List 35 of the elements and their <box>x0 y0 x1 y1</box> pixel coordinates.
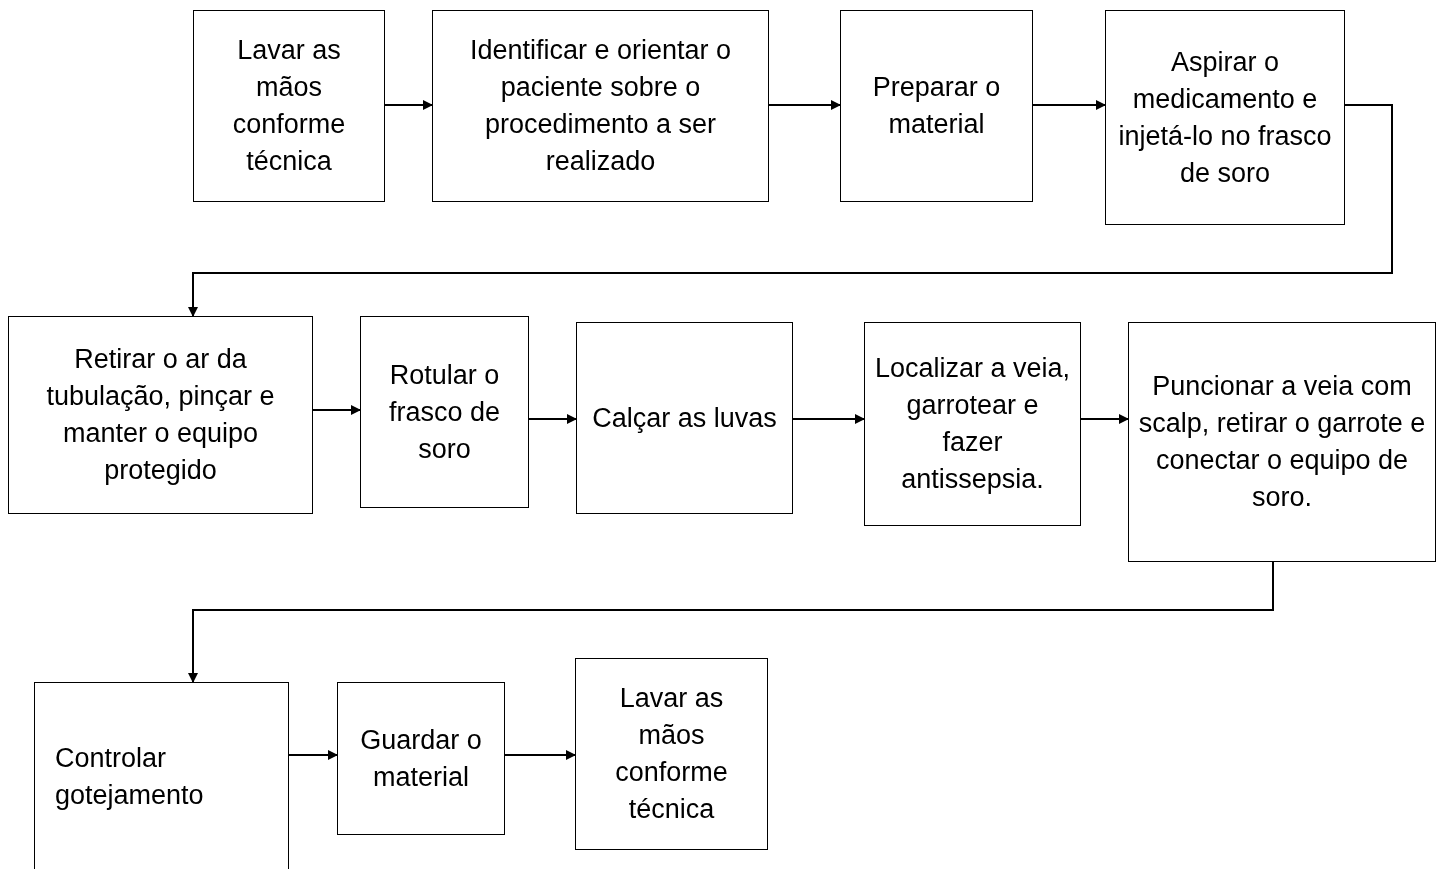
process-box <box>34 682 289 869</box>
process-box <box>337 682 505 835</box>
step-text: Guardar o material <box>359 723 483 794</box>
step-text: Identificar e orientar o paciente sobre o procedimento a ser realizado <box>468 34 733 178</box>
process-box <box>840 10 1033 202</box>
process-box <box>1128 322 1436 562</box>
process-box <box>360 316 529 508</box>
step-text: Lavar as mãos conforme técnica <box>231 34 347 178</box>
process-box <box>864 322 1081 526</box>
arrow <box>288 750 338 760</box>
step-text: Localizar a veia, garrotear e fazer antissepsia. <box>873 352 1072 496</box>
process-box <box>575 658 768 850</box>
process-box <box>1105 10 1345 225</box>
step-text: Controlar gotejamento <box>55 742 205 812</box>
step-text: Preparar o material <box>871 71 1002 141</box>
process-box <box>432 10 769 202</box>
arrow <box>504 750 576 760</box>
arrow <box>768 100 841 110</box>
process-box <box>576 322 793 514</box>
arrow <box>1080 414 1129 424</box>
arrow <box>188 104 1393 317</box>
arrow <box>1032 100 1106 110</box>
arrow <box>792 414 865 424</box>
step-text: Calçar as luvas <box>592 401 777 435</box>
step-text: Puncionar a veia com scalp, retirar o garrote e conectar o equipo de soro. <box>1137 370 1427 514</box>
process-box <box>193 10 385 202</box>
step-text: Rotular o frasco de soro <box>387 358 502 466</box>
step-text: Aspirar o medicamento e injetá-lo no frasco de soro <box>1117 45 1333 190</box>
arrow <box>384 100 433 110</box>
process-box <box>8 316 313 514</box>
arrow <box>188 561 1274 683</box>
arrow <box>528 414 577 424</box>
step-text: Retirar o ar da tubulação, pinçar e manter o equipo protegido <box>45 343 276 487</box>
arrow <box>312 405 361 415</box>
step-text: Lavar as mãos conforme técnica <box>614 682 729 826</box>
